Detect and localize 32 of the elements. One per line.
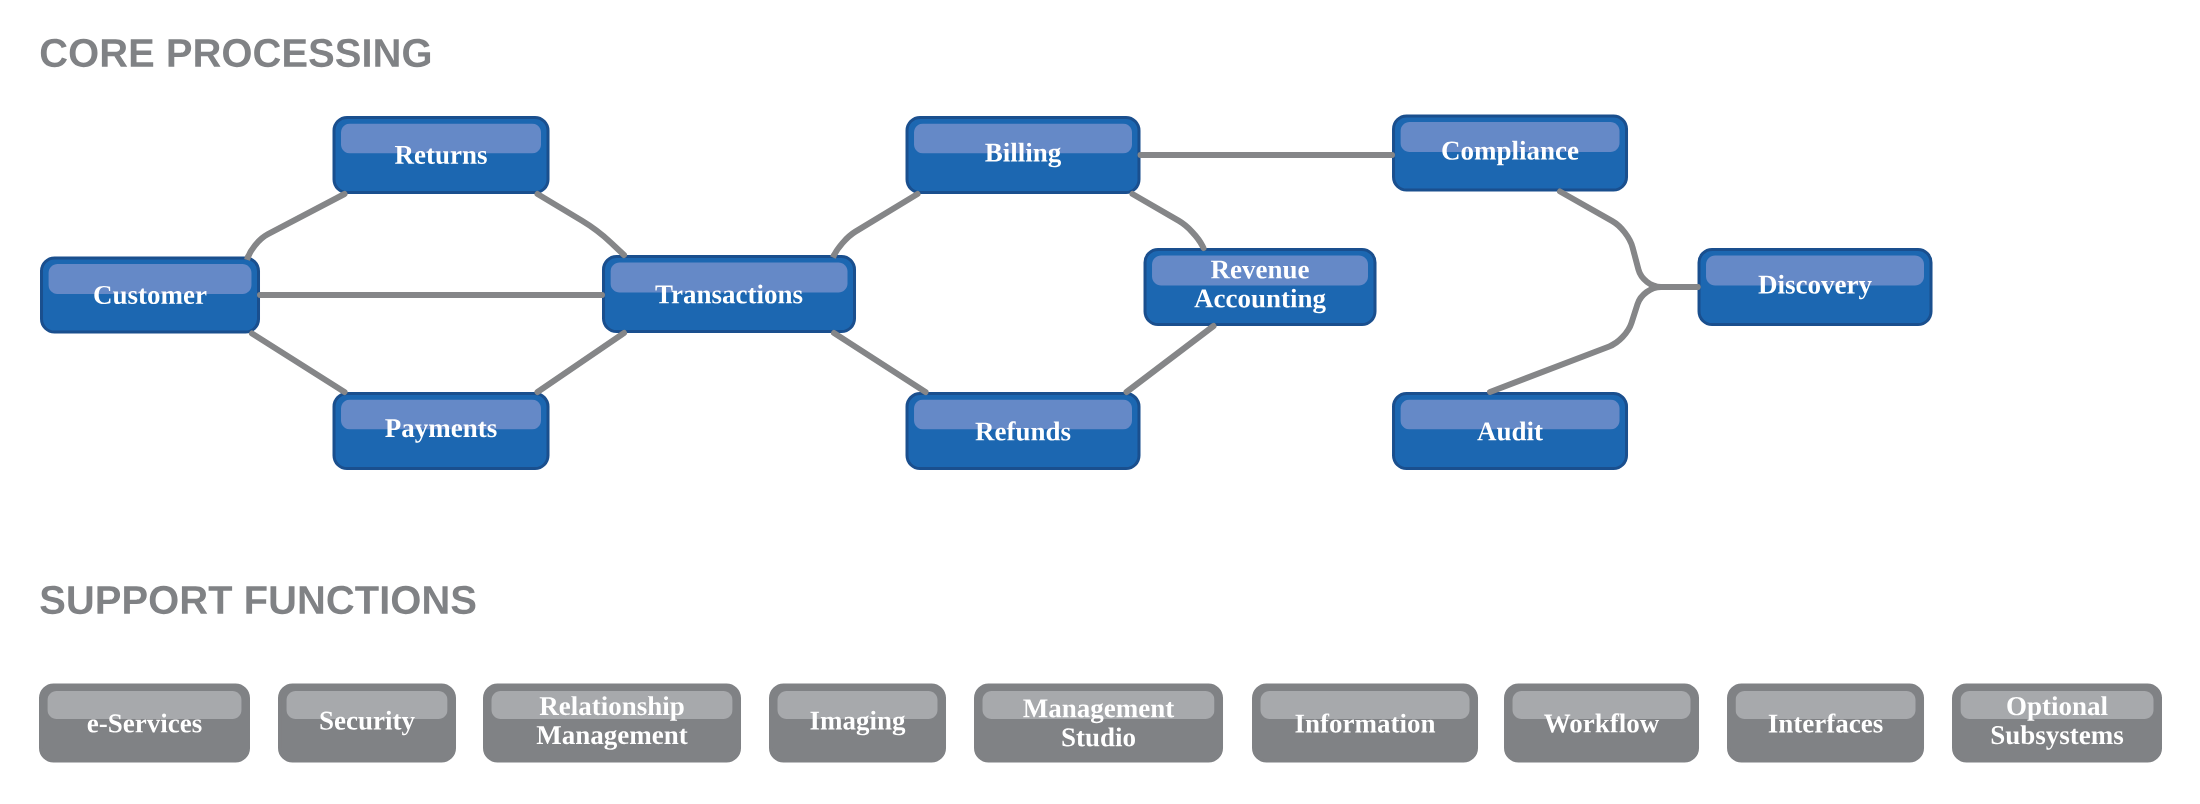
connector-line — [244, 191, 348, 263]
section-heading: CORE PROCESSING — [40, 38, 431, 68]
connector-line — [1123, 323, 1217, 395]
connector-line — [534, 191, 627, 258]
core-process-box: Returns — [332, 116, 550, 194]
support-function-box: Interfaces — [1727, 683, 1924, 763]
core-process-box: Billing — [905, 116, 1141, 194]
core-process-box: Discovery — [1697, 248, 1933, 326]
core-process-box: Refunds — [905, 392, 1141, 470]
core-process-box: Compliance — [1392, 114, 1628, 192]
connector-line — [829, 191, 921, 261]
support-function-box: Security — [278, 683, 456, 763]
support-function-box: Workflow — [1504, 683, 1699, 763]
support-function-box: Information — [1252, 683, 1478, 763]
connector-line — [1487, 284, 1701, 395]
core-process-box: Payments — [332, 392, 550, 470]
core-process-box: Revenue Accounting — [1143, 248, 1377, 326]
support-function-box: Optional Subsystems — [1952, 683, 2162, 763]
support-function-box: Management Studio — [974, 683, 1223, 763]
core-process-box: Transactions — [602, 255, 856, 333]
connector-line — [831, 330, 929, 395]
connector-line — [257, 292, 605, 298]
connector-line — [249, 330, 348, 395]
connector-line — [1129, 191, 1207, 251]
core-process-box: Customer — [40, 256, 260, 334]
support-function-box: Relationship Management — [483, 683, 741, 763]
section-heading: SUPPORT FUNCTIONS — [40, 585, 476, 615]
support-function-box: e-Services — [39, 683, 250, 763]
support-function-box: Imaging — [769, 683, 946, 763]
connector-line — [534, 330, 627, 395]
connector-line — [1137, 152, 1395, 158]
core-process-box: Audit — [1392, 392, 1628, 470]
